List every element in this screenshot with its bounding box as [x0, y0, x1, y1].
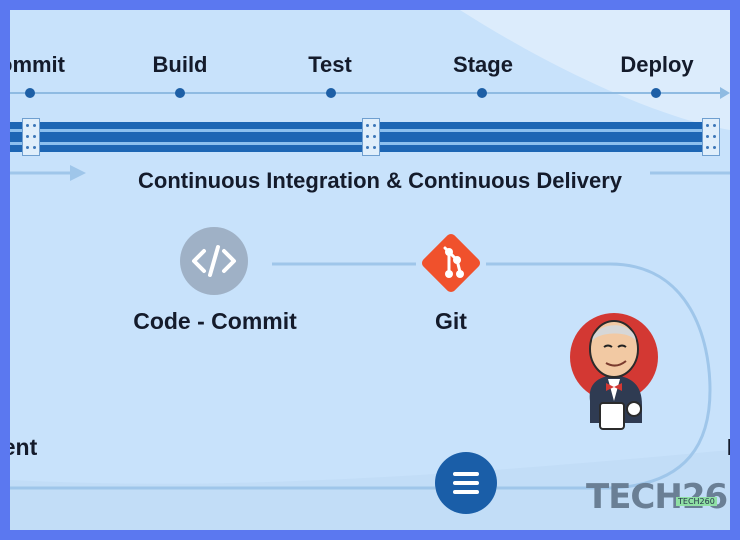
stage-dot-commit: [25, 88, 35, 98]
watermark-small-text: TECH260: [676, 497, 717, 506]
hamburger-menu-icon: [453, 472, 479, 476]
code-commit-label: Code - Commit: [133, 308, 297, 334]
git-icon: [421, 233, 481, 293]
pipeline-title: Continuous Integration & Continuous Deli…: [138, 168, 622, 193]
background-decoration: [10, 10, 730, 530]
stage-label-stage: Stage: [453, 52, 513, 77]
stage-label-deploy: Deploy: [620, 52, 694, 77]
stage-label-commit: ommit: [10, 52, 65, 77]
menu-button[interactable]: [435, 452, 497, 514]
stage-dot-build: [175, 88, 185, 98]
git-label: Git: [435, 308, 467, 334]
pipeline-connector: [362, 118, 380, 156]
code-icon: [180, 227, 248, 295]
pipeline-connector: [22, 118, 40, 156]
jenkins-butler-icon: [570, 313, 658, 430]
timeline-arrowhead: [720, 87, 730, 99]
pipeline-connector: [702, 118, 720, 156]
stage-label-build: Build: [152, 52, 208, 77]
pipeline-band-right: [380, 122, 710, 152]
partial-label-right: I: [727, 434, 730, 461]
stage-dot-test: [326, 88, 336, 98]
stage-dot-stage: [477, 88, 487, 98]
watermark-logo: TECH26 TECH260: [578, 475, 728, 523]
pipeline-band-left: [10, 122, 364, 152]
diagram-canvas: ommit Build Test Stage Deploy Continuous…: [10, 10, 730, 530]
partial-label-left: ent: [10, 434, 38, 460]
stage-dot-deploy: [651, 88, 661, 98]
stage-label-test: Test: [308, 52, 352, 77]
timeline-line: [10, 92, 722, 94]
